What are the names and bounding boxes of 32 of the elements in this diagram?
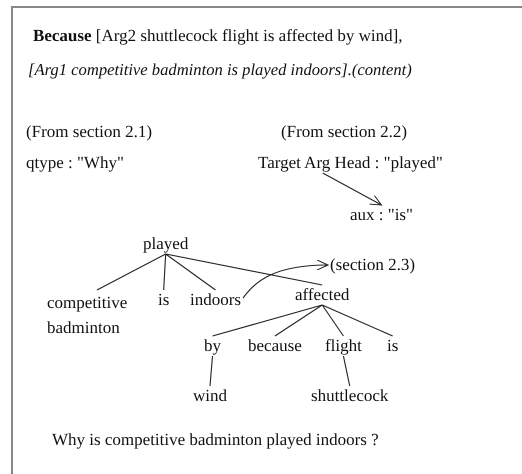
tree-word: wind (193, 386, 227, 406)
tree-branch (212, 304, 322, 337)
tree-word: competitive badminton (47, 290, 147, 340)
tree-branch (166, 253, 322, 286)
tree-word: affected (295, 285, 350, 305)
tree-branch (96, 254, 166, 290)
tree-branch (322, 304, 393, 336)
tree-branch (209, 356, 214, 386)
tree-word: Target Arg Head : "played" (258, 153, 443, 173)
tree-branch (274, 304, 323, 336)
tree-branch (322, 304, 344, 336)
tree-branch (165, 254, 216, 290)
tree-word: shuttlecock (311, 386, 388, 406)
tree-word: is (387, 336, 398, 356)
tree-word: is (158, 290, 170, 310)
tree-branch (342, 356, 350, 386)
section-note: (From section 2.2) (281, 122, 408, 142)
tree-word: flight (325, 336, 362, 356)
header-sentence: Because [Arg2 shuttlecock flight is affected by wind], (33, 26, 403, 46)
tree-branch (163, 254, 166, 290)
qtype-text: qtype : "Why" (26, 153, 124, 173)
question-text: Why is competitive badminton played indoors ? (52, 430, 379, 450)
tree-word: played (143, 234, 188, 254)
arrow (242, 260, 328, 298)
tree-word: because (248, 336, 302, 356)
tree-word: by (204, 336, 221, 356)
tree-word: indoors (190, 290, 241, 310)
arrow (322, 172, 382, 206)
section-note: (From section 2.1) (26, 122, 152, 142)
italic-sentence: [Arg1 competitive badminton is played indoors].(content) (28, 60, 412, 80)
tree-word: aux : "is" (350, 205, 413, 225)
tree-word: (section 2.3) (330, 255, 415, 275)
